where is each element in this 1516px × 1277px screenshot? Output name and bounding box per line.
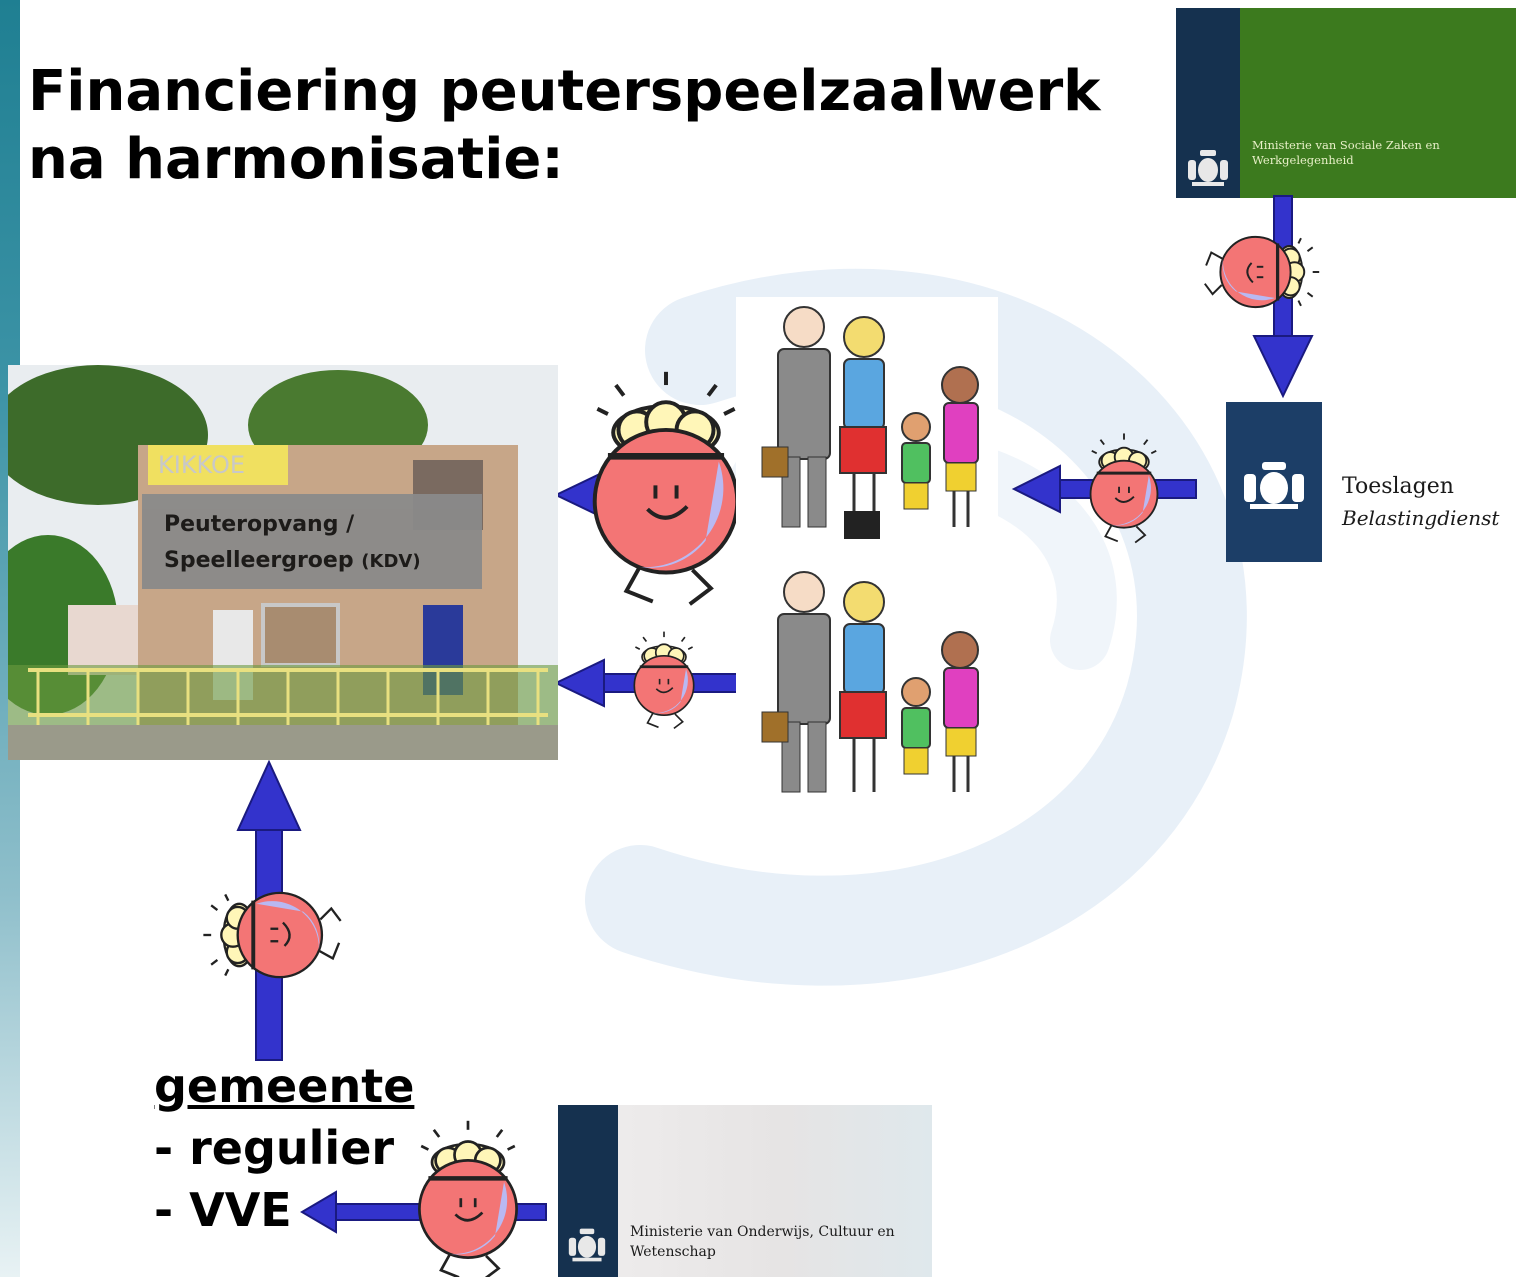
toeslagen-subtitle: Belastingdienst [1342,506,1500,530]
arrow-ocw-gemeente-head [300,1190,337,1234]
crest-icon [1244,462,1304,509]
money-pot-icon [419,1121,516,1277]
ministry-szw-name: Ministerie van Sociale Zaken en Werkgele… [1252,138,1440,167]
gemeente-block: gemeente - regulier - VVE [154,1055,414,1241]
ministry-ocw-name: Ministerie van Onderwijs, Cultuur en Wet… [630,1224,895,1260]
label-line-2-text: Speelleergroep [164,548,354,573]
crest-icon [1188,150,1228,186]
arrow-gemeente-building-head [236,759,302,831]
money-pot-icon [632,630,696,730]
crest-icon [568,1228,606,1262]
gemeente-item-vve: - VVE [154,1183,292,1237]
arrow-family2-building-head [553,658,605,708]
family-illustration [736,562,998,817]
label-suffix: (KDV) [361,551,421,572]
building-label: Peuteropvang / Speelleergroep (KDV) [142,494,482,589]
toeslagen-logo: Toeslagen Belastingdienst [1226,402,1506,562]
title-line-1: Financiering peuterspeelzaalwerk [28,59,1101,124]
label-line-2: Speelleergroep (KDV) [164,548,421,573]
title-line-2: na harmonisatie: [28,127,564,192]
money-pot-icon [201,890,343,980]
building-sign: KIKKOE [158,451,245,479]
gemeente-item-regulier: - regulier [154,1121,395,1175]
label-line-1: Peuteropvang / [164,512,355,537]
page-title: Financiering peuterspeelzaalwerk na harm… [28,58,1148,194]
gemeente-heading: gemeente [154,1059,415,1113]
arrow-toeslagen-family-head [1011,464,1061,514]
ministry-ocw-logo: Ministerie van Onderwijs, Cultuur en Wet… [558,1105,932,1277]
family-illustration [736,297,998,552]
money-pot-icon [595,372,738,604]
arrow-szw-toeslagen-head [1252,335,1314,399]
money-pot-icon [1203,235,1321,309]
ministry-szw-logo: Ministerie van Sociale Zaken en Werkgele… [1176,8,1516,198]
toeslagen-title: Toeslagen [1342,474,1454,499]
money-pot-icon [1088,431,1160,545]
